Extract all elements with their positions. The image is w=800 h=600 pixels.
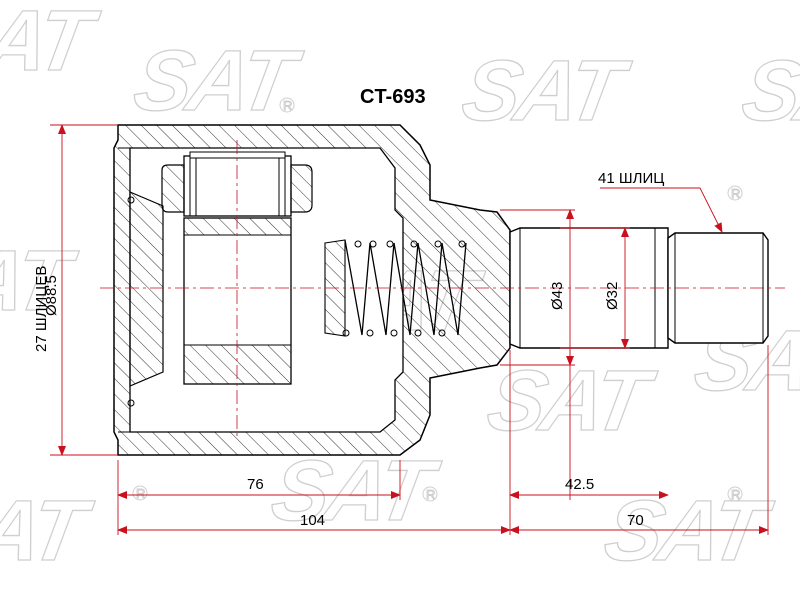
- watermark-row-3: SAT SAT SAT R R R: [0, 443, 780, 580]
- spline-count-outer-label: 41 ШЛИЦ: [598, 170, 664, 187]
- svg-text:R: R: [731, 186, 740, 201]
- inner-length-label: 76: [247, 476, 264, 493]
- shaft-length-label: 70: [627, 512, 644, 529]
- boot-section: [127, 191, 164, 407]
- housing-diameter-label: Ø88.5: [43, 275, 60, 316]
- svg-text:SAT: SAT: [456, 44, 637, 139]
- svg-text:R: R: [136, 486, 145, 501]
- part-number-title: CT-693: [360, 86, 426, 108]
- svg-text:SAT: SAT: [0, 0, 106, 89]
- svg-text:SAT: SAT: [127, 34, 308, 129]
- svg-text:R: R: [731, 487, 740, 502]
- dimension-lines: [50, 124, 769, 535]
- svg-text:SAT: SAT: [265, 444, 446, 539]
- center-lines: [100, 140, 785, 440]
- spline-count-inner-label: 27 ШЛИЦЕВ: [33, 266, 50, 352]
- tripod-roller: [161, 151, 313, 217]
- svg-text:SAT: SAT: [0, 484, 99, 579]
- stem-diameter-label: Ø43: [549, 282, 566, 310]
- spider-body: [183, 217, 292, 385]
- shaft-diameter-label: Ø32: [604, 282, 621, 310]
- svg-text:R: R: [283, 98, 292, 113]
- svg-text:SAT: SAT: [598, 484, 779, 579]
- svg-text:SAT: SAT: [481, 354, 662, 449]
- watermark-row-1: SAT SAT SAT SAT R R: [0, 0, 800, 202]
- housing-length-label: 104: [300, 512, 325, 529]
- stem-length-label: 42.5: [565, 476, 594, 493]
- svg-text:R: R: [426, 487, 435, 502]
- svg-text:SAT: SAT: [736, 44, 800, 139]
